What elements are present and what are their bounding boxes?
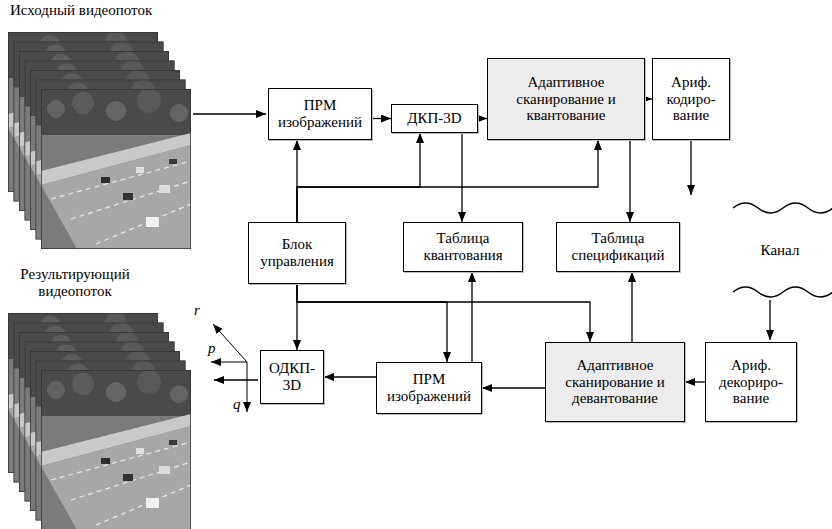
input-video-stack — [8, 32, 191, 249]
connector-arrow — [297, 284, 590, 342]
video-frame — [41, 370, 191, 529]
to-channel-arrow — [690, 141, 691, 195]
process-box: ПРМ изображений — [268, 88, 372, 140]
box-text: Адаптивное сканирование и квантование — [493, 74, 639, 124]
connector-arrow — [629, 140, 630, 222]
box-text: Таблица спецификаций — [562, 230, 674, 264]
connector-arrow — [482, 387, 545, 388]
box-text: ДКП-3D — [407, 110, 461, 127]
box-text: ПРМ изображений — [274, 97, 366, 131]
output-arrow — [214, 379, 258, 380]
process-box: Ариф. кодиро- вание — [652, 58, 730, 140]
connector-arrow — [478, 118, 487, 119]
stream-label: Результирующий видеопоток — [0, 266, 150, 300]
input-arrow — [193, 113, 266, 114]
table-box: Таблица спецификаций — [556, 222, 680, 272]
output-video-stack — [8, 313, 191, 529]
control-box: Блок управления — [248, 222, 346, 284]
axis-label: q — [233, 396, 245, 413]
process-box: ДКП-3D — [391, 104, 478, 133]
box-text: Ариф. кодиро- вание — [658, 74, 724, 124]
connector-arrow — [324, 376, 376, 377]
connector-arrow — [372, 118, 391, 119]
process-box: Ариф. декориро- вание — [705, 342, 797, 422]
box-text: Ариф. декориро- вание — [711, 357, 791, 407]
table-box: Таблица квантования — [403, 222, 523, 272]
process-box: ОДКП- 3D — [260, 350, 324, 404]
from-channel-arrow — [769, 300, 770, 340]
connector-arrow — [645, 98, 652, 99]
axis-r — [213, 324, 247, 362]
channel-wave — [733, 203, 832, 213]
axis-p — [211, 362, 247, 363]
video-frame — [41, 89, 191, 249]
connector-arrow — [631, 272, 632, 342]
box-text: Адаптивное сканирование и девантование — [551, 357, 679, 407]
process-box: Адаптивное сканирование и квантование — [487, 58, 645, 140]
connector-arrow — [297, 140, 598, 222]
channel-wave — [733, 287, 832, 297]
channel-label: Канал — [735, 242, 825, 259]
process-box: Адаптивное сканирование и девантование — [545, 342, 685, 422]
box-text: ОДКП- 3D — [266, 360, 318, 394]
connector-arrow — [461, 133, 462, 222]
connector-arrow — [471, 272, 472, 362]
box-text: Таблица квантования — [409, 230, 517, 264]
box-text: Блок управления — [254, 236, 340, 270]
axis-label: r — [194, 302, 206, 319]
box-text: ПРМ изображений — [382, 371, 476, 405]
process-box: ПРМ изображений — [376, 362, 482, 414]
axis-label: p — [208, 340, 220, 357]
axis-q — [247, 362, 248, 412]
connector-arrow — [685, 381, 705, 382]
stream-label: Исходный видеопоток — [10, 2, 210, 19]
connector-arrow — [297, 133, 420, 222]
